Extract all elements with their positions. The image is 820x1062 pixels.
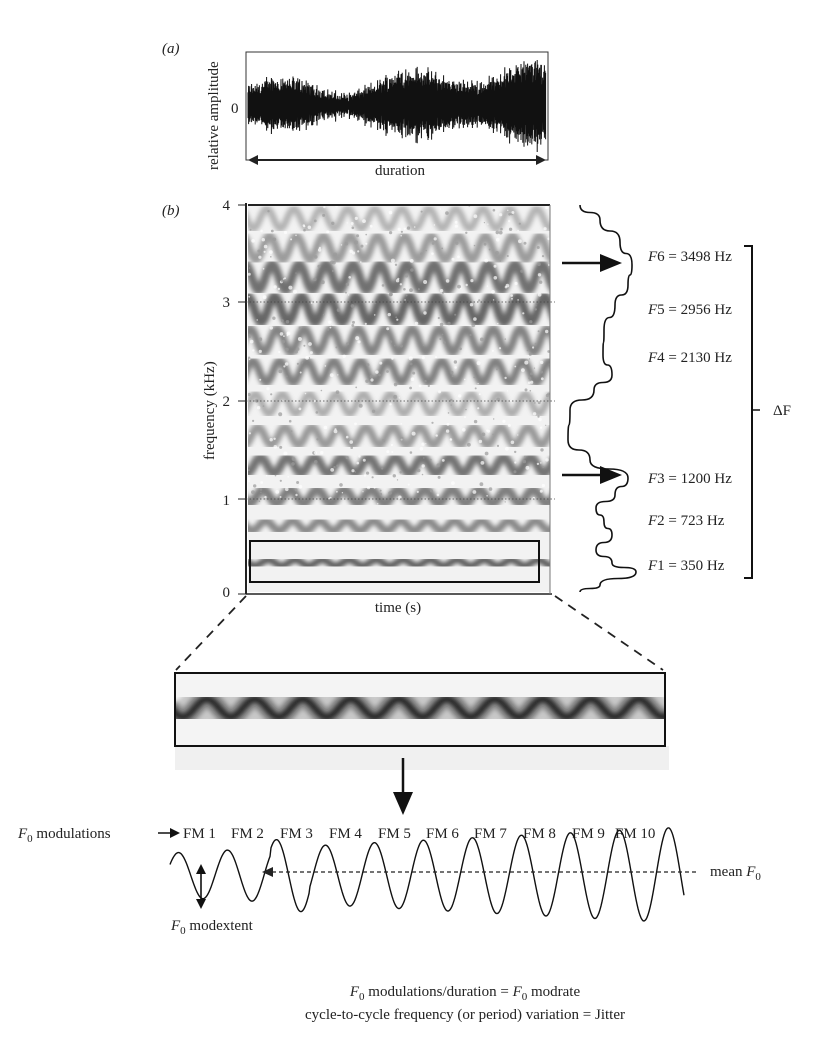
fm-label: FM 9 (572, 826, 605, 842)
duration-arrow-left-head (248, 155, 258, 165)
formant-label-f3: F3 = 1200 Hz (647, 471, 732, 487)
duration-arrow-right-head (536, 155, 546, 165)
ytick-2: 2 (223, 394, 231, 410)
formant-label-f2: F2 = 723 Hz (647, 513, 725, 529)
panel-a-xlabel: duration (375, 163, 425, 179)
fm-labels: FM 1 FM 2 FM 3 FM 4 FM 5 FM 6 FM 7 FM 8 … (183, 826, 655, 842)
zoomed-f0-spectrogram (175, 673, 669, 770)
zoomed-spectrogram-frame (174, 672, 666, 747)
ytick-1: 1 (223, 493, 231, 509)
spectrogram-harmonic-band (248, 356, 550, 388)
ytick-0: 0 (223, 585, 231, 601)
panel-a-ylabel: relative amplitude (206, 61, 222, 170)
spectrogram-harmonic-band (248, 422, 550, 450)
fm-label: FM 2 (231, 826, 264, 842)
f0-band-highlight-box (249, 540, 540, 583)
spectrogram-harmonic-band (248, 516, 550, 535)
formant-labels: F6 = 3498 Hz F5 = 2956 Hz F4 = 2130 Hz F… (647, 249, 732, 574)
ytick-4: 4 (223, 198, 231, 214)
spectrogram-harmonic-band (248, 205, 550, 233)
spectrogram-harmonic-band (248, 323, 550, 358)
formant-label-f4: F4 = 2130 Hz (647, 350, 732, 366)
spectrogram-harmonic-band (248, 290, 550, 328)
mean-f0-label: mean F0 (710, 864, 761, 883)
fm-label: FM 1 (183, 826, 216, 842)
fm-label: FM 6 (426, 826, 459, 842)
fm-label: FM 10 (615, 826, 655, 842)
spectrogram (248, 205, 550, 592)
panel-b-ylabel: frequency (kHz) (202, 361, 218, 460)
f0-modulation-wave (169, 827, 685, 922)
panel-a-tag: (a) (162, 41, 180, 57)
spectrogram-harmonic-band (248, 390, 550, 418)
panel-a-zero-label: 0 (231, 101, 239, 117)
formula-modrate: F0 modulations/duration = F0 modrate (349, 984, 581, 1003)
fm-label: FM 3 (280, 826, 313, 842)
zoom-connector-right (554, 595, 664, 671)
fm-label: FM 4 (329, 826, 362, 842)
f0-modextent-label: F0 modextent (170, 918, 254, 937)
ytick-3: 3 (223, 295, 231, 311)
fm-label: FM 7 (474, 826, 507, 842)
waveform-trace (247, 59, 547, 153)
zoomed-f0-band-layer (175, 695, 665, 721)
formula-jitter: cycle-to-cycle frequency (or period) var… (305, 1007, 625, 1023)
fm-label: FM 5 (378, 826, 411, 842)
spectrogram-harmonic-band (248, 556, 550, 570)
delta-f-label: ΔF (773, 403, 791, 419)
f0-modulations-label: F0 modulations (17, 826, 111, 845)
spectrogram-harmonic-band (248, 484, 550, 509)
fm-label: FM 8 (523, 826, 556, 842)
mean-f0-arrowhead (262, 867, 273, 877)
formant-label-f6: F6 = 3498 Hz (647, 249, 732, 265)
formant-label-f5: F5 = 2956 Hz (647, 302, 732, 318)
spectral-envelope-curve (567, 204, 637, 593)
panel-b-tag: (b) (162, 203, 180, 219)
zoom-connector-left (175, 595, 247, 671)
spectrogram-harmonic-band (248, 258, 550, 296)
spectrogram-harmonic-band (248, 231, 550, 265)
panel-b-xlabel: time (s) (375, 600, 421, 616)
delta-f-bracket (744, 245, 753, 579)
formant-label-f1: F1 = 350 Hz (647, 558, 725, 574)
f0-modulations-arrow (170, 828, 180, 838)
